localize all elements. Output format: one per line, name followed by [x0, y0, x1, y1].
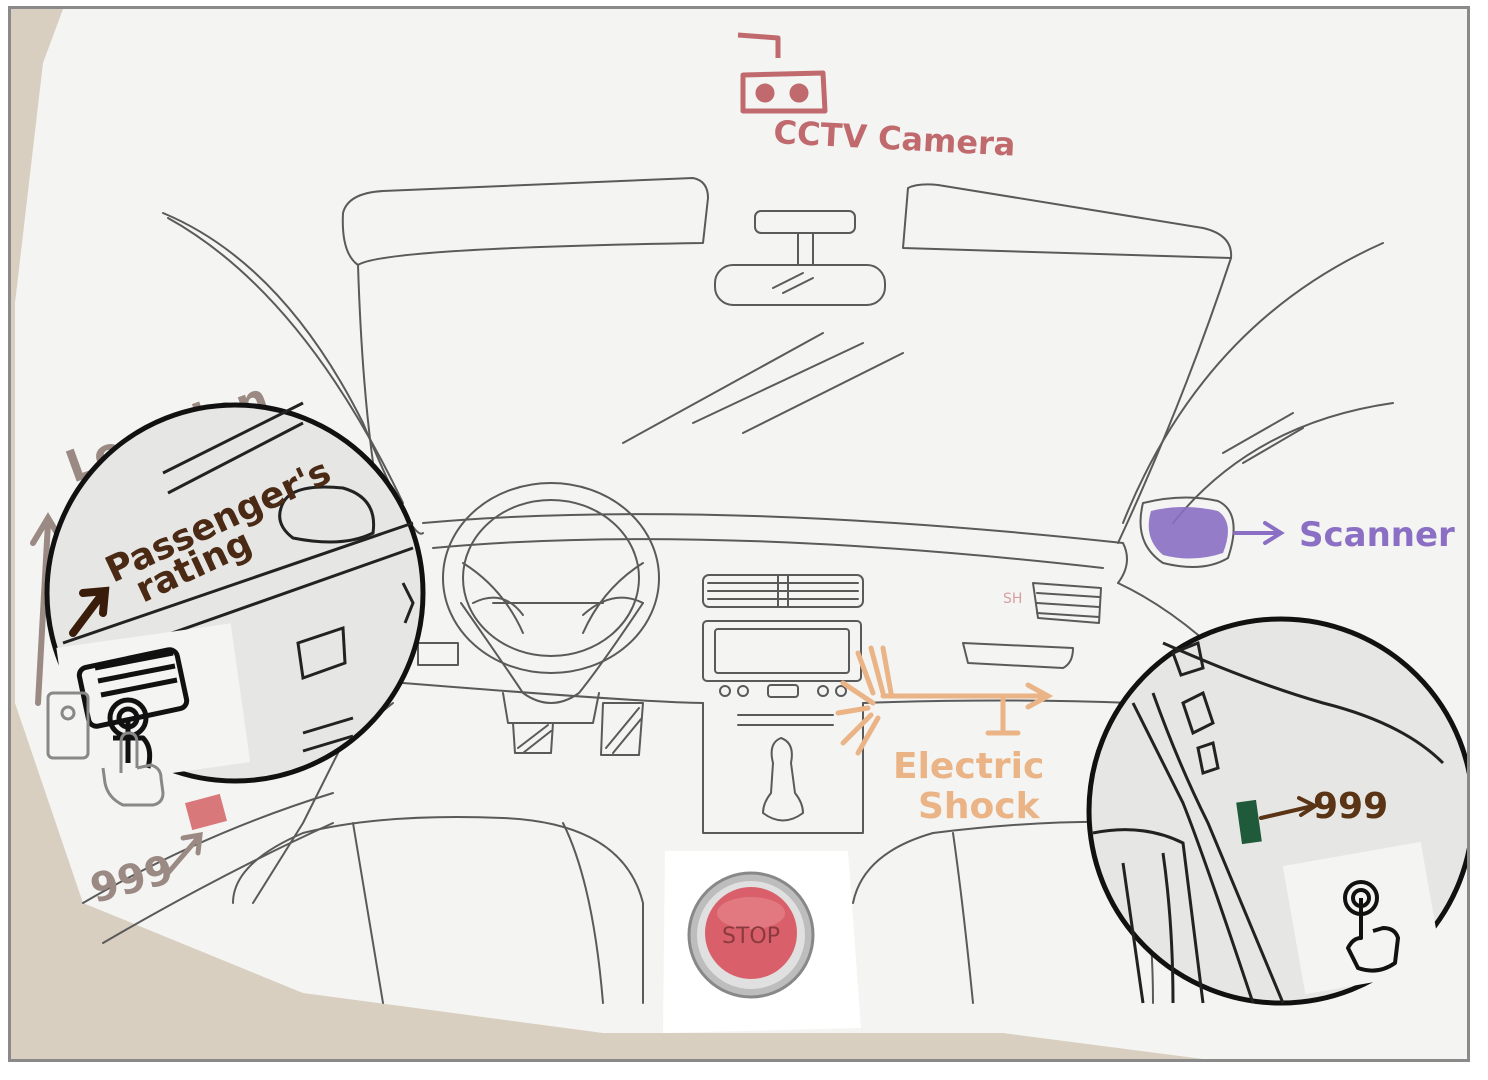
emergency-number-right: 999 [1313, 786, 1388, 827]
electric-shock-label-line2: Shock [918, 786, 1041, 827]
faint-mark: SH [1003, 591, 1022, 607]
right-door-zoom: 999 [1089, 619, 1467, 1003]
scanner-label: Scanner [1299, 515, 1455, 555]
tablet-touch-icon [56, 623, 250, 786]
electric-shock-label-line1: Electric [893, 746, 1044, 787]
photo-frame: CCTV Camera Location Passenger's rating [8, 6, 1470, 1062]
stop-button-label: STOP [722, 924, 780, 949]
car-interior-sketch: CCTV Camera Location Passenger's rating [11, 9, 1467, 1059]
panic-button-icon [1283, 842, 1443, 994]
left-door-zoom: Passenger's rating [47, 403, 423, 787]
